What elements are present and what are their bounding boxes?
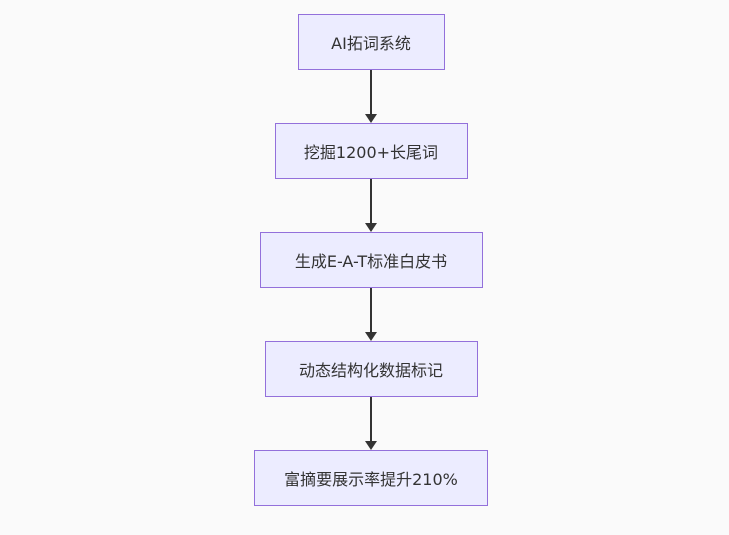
edge-arrow	[365, 179, 377, 232]
flow-node-label: 富摘要展示率提升210%	[284, 470, 458, 489]
flow-node-ai-word-expansion-system: AI拓词系统	[297, 14, 445, 70]
flow-node-rich-snippet-rate-increase: 富摘要展示率提升210%	[254, 450, 488, 506]
flow-node-label: 挖掘1200+长尾词	[303, 143, 439, 162]
flow-node-label: AI拓词系统	[331, 34, 411, 53]
flow-node-dynamic-structured-data-markup: 动态结构化数据标记	[264, 341, 478, 397]
edge-arrow	[365, 288, 377, 341]
flow-node-mine-longtail-keywords: 挖掘1200+长尾词	[274, 123, 468, 179]
arrow-down-icon	[365, 223, 377, 232]
edge-arrow	[365, 70, 377, 123]
arrow-shaft	[370, 179, 372, 223]
flow-node-generate-eat-whitepaper: 生成E-A-T标准白皮书	[259, 232, 483, 288]
flow-node-label: 动态结构化数据标记	[298, 361, 443, 380]
arrow-down-icon	[365, 332, 377, 341]
arrow-shaft	[370, 70, 372, 114]
edge-arrow	[365, 397, 377, 450]
arrow-down-icon	[365, 114, 377, 123]
flowchart: AI拓词系统 挖掘1200+长尾词 生成E-A-T标准白皮书 动态结构化数据标记…	[254, 14, 488, 506]
arrow-down-icon	[365, 441, 377, 450]
flow-node-label: 生成E-A-T标准白皮书	[294, 252, 448, 271]
arrow-shaft	[370, 288, 372, 332]
arrow-shaft	[370, 397, 372, 441]
